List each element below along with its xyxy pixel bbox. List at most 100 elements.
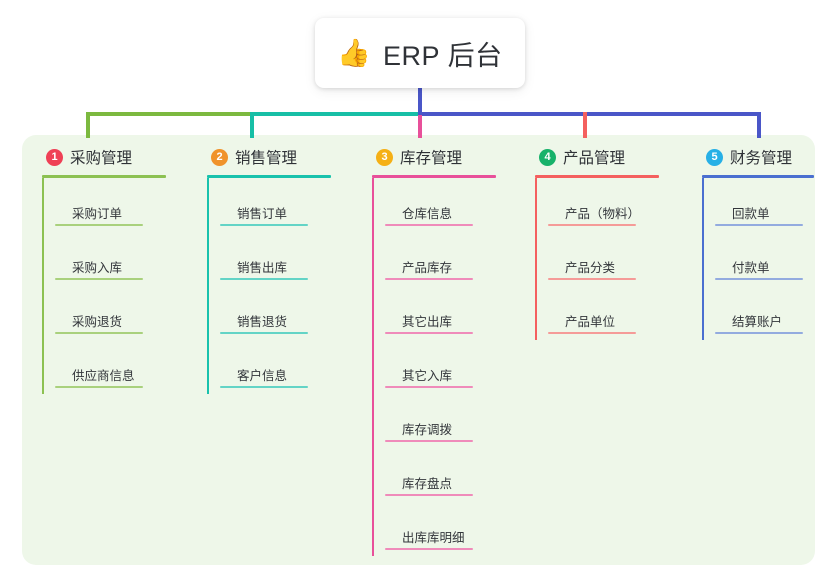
drop-sales bbox=[250, 112, 254, 138]
branch-sales: 销售订单销售出库销售退货客户信息 bbox=[207, 178, 357, 394]
leaf-node[interactable]: 采购订单 bbox=[55, 178, 192, 232]
leaf-rule bbox=[220, 386, 308, 388]
leaf-node[interactable]: 产品（物料） bbox=[548, 178, 685, 232]
leaf-label: 产品（物料） bbox=[565, 207, 641, 221]
leaf-rule bbox=[385, 224, 473, 226]
branch-purchase: 采购订单采购入库采购退货供应商信息 bbox=[42, 178, 192, 394]
leaf-label: 产品库存 bbox=[402, 261, 453, 275]
leaf-rule bbox=[548, 278, 636, 280]
leaf-node[interactable]: 销售退货 bbox=[220, 286, 357, 340]
leaf-label: 付款单 bbox=[732, 261, 770, 275]
leaf-node[interactable]: 库存调拨 bbox=[385, 394, 522, 448]
column-purchase: 1 采购管理采购订单采购入库采购退货供应商信息 bbox=[42, 143, 192, 394]
branch-spine-inventory bbox=[372, 178, 374, 556]
leaf-node[interactable]: 采购退货 bbox=[55, 286, 192, 340]
leaf-node[interactable]: 回款单 bbox=[715, 178, 822, 232]
branch-inventory: 仓库信息产品库存其它出库其它入库库存调拨库存盘点出库库明细 bbox=[372, 178, 522, 556]
leaf-node[interactable]: 产品分类 bbox=[548, 232, 685, 286]
column-header-sales[interactable]: 2 销售管理 bbox=[207, 143, 357, 171]
leaf-label: 其它入库 bbox=[402, 369, 453, 383]
leaf-rule bbox=[55, 278, 143, 280]
branch-spine-finance bbox=[702, 178, 704, 340]
leaf-label: 其它出库 bbox=[402, 315, 453, 329]
leaf-node[interactable]: 产品单位 bbox=[548, 286, 685, 340]
leaf-node[interactable]: 仓库信息 bbox=[385, 178, 522, 232]
leaf-node[interactable]: 客户信息 bbox=[220, 340, 357, 394]
leaf-node[interactable]: 出库库明细 bbox=[385, 502, 522, 556]
leaf-label: 客户信息 bbox=[237, 369, 288, 383]
column-header-inventory[interactable]: 3 库存管理 bbox=[372, 143, 522, 171]
column-rule-inventory bbox=[372, 175, 496, 178]
column-inventory: 3 库存管理仓库信息产品库存其它出库其它入库库存调拨库存盘点出库库明细 bbox=[372, 143, 522, 556]
leaf-label: 出库库明细 bbox=[402, 531, 465, 545]
leaf-rule bbox=[385, 440, 473, 442]
leaf-node[interactable]: 产品库存 bbox=[385, 232, 522, 286]
column-badge-finance: 5 bbox=[706, 148, 723, 166]
column-badge-purchase: 1 bbox=[46, 148, 63, 166]
leaf-label: 采购订单 bbox=[72, 207, 123, 221]
drop-inventory bbox=[418, 112, 422, 138]
leaf-rule bbox=[220, 278, 308, 280]
leaf-rule bbox=[385, 278, 473, 280]
root-title: ERP 后台 bbox=[383, 40, 503, 71]
column-title-inventory: 库存管理 bbox=[400, 150, 463, 167]
leaf-label: 销售退货 bbox=[237, 315, 288, 329]
column-title-purchase: 采购管理 bbox=[70, 150, 133, 167]
leaf-rule bbox=[220, 224, 308, 226]
leaf-label: 销售出库 bbox=[237, 261, 288, 275]
leaf-rule bbox=[385, 386, 473, 388]
leaf-label: 销售订单 bbox=[237, 207, 288, 221]
leaf-label: 采购入库 bbox=[72, 261, 123, 275]
leaf-node[interactable]: 结算账户 bbox=[715, 286, 822, 340]
leaf-node[interactable]: 其它出库 bbox=[385, 286, 522, 340]
thumbs-up-emoji: 👍 bbox=[337, 37, 372, 68]
leaf-label: 产品分类 bbox=[565, 261, 616, 275]
leaf-rule bbox=[385, 494, 473, 496]
leaf-rule bbox=[385, 548, 473, 550]
leaf-node[interactable]: 采购入库 bbox=[55, 232, 192, 286]
column-badge-product: 4 bbox=[539, 148, 556, 166]
column-rule-purchase bbox=[42, 175, 166, 178]
leaf-rule bbox=[548, 332, 636, 334]
branch-spine-product bbox=[535, 178, 537, 340]
leaf-label: 供应商信息 bbox=[72, 369, 135, 383]
branch-finance: 回款单付款单结算账户 bbox=[702, 178, 822, 340]
leaf-label: 仓库信息 bbox=[402, 207, 453, 221]
bus-segment-teal bbox=[250, 112, 420, 116]
leaf-label: 库存盘点 bbox=[402, 477, 453, 491]
leaf-rule bbox=[55, 386, 143, 388]
column-badge-sales: 2 bbox=[211, 148, 228, 166]
drop-product bbox=[583, 112, 587, 138]
column-title-product: 产品管理 bbox=[563, 150, 626, 167]
leaf-node[interactable]: 付款单 bbox=[715, 232, 822, 286]
leaf-rule bbox=[548, 224, 636, 226]
bus-segment-green bbox=[86, 112, 252, 116]
drop-finance bbox=[757, 112, 761, 138]
leaf-rule bbox=[55, 332, 143, 334]
leaf-label: 产品单位 bbox=[565, 315, 616, 329]
leaf-node[interactable]: 销售订单 bbox=[220, 178, 357, 232]
leaf-node[interactable]: 库存盘点 bbox=[385, 448, 522, 502]
branch-spine-sales bbox=[207, 178, 209, 394]
root-node[interactable]: 👍 ERP 后台 bbox=[315, 18, 525, 88]
leaf-label: 回款单 bbox=[732, 207, 770, 221]
column-badge-inventory: 3 bbox=[376, 148, 393, 166]
column-header-purchase[interactable]: 1 采购管理 bbox=[42, 143, 192, 171]
background-panel bbox=[22, 135, 815, 565]
branch-spine-purchase bbox=[42, 178, 44, 394]
branch-product: 产品（物料） 产品分类产品单位 bbox=[535, 178, 685, 340]
leaf-rule bbox=[55, 224, 143, 226]
bus-segment-indigo bbox=[418, 112, 758, 116]
column-header-product[interactable]: 4 产品管理 bbox=[535, 143, 685, 171]
leaf-rule bbox=[220, 332, 308, 334]
leaf-rule bbox=[715, 224, 803, 226]
leaf-label: 结算账户 bbox=[732, 315, 783, 329]
root-trunk-connector bbox=[418, 86, 422, 115]
leaf-node[interactable]: 其它入库 bbox=[385, 340, 522, 394]
leaf-node[interactable]: 销售出库 bbox=[220, 232, 357, 286]
leaf-node[interactable]: 供应商信息 bbox=[55, 340, 192, 394]
leaf-label: 库存调拨 bbox=[402, 423, 453, 437]
column-title-sales: 销售管理 bbox=[235, 150, 298, 167]
